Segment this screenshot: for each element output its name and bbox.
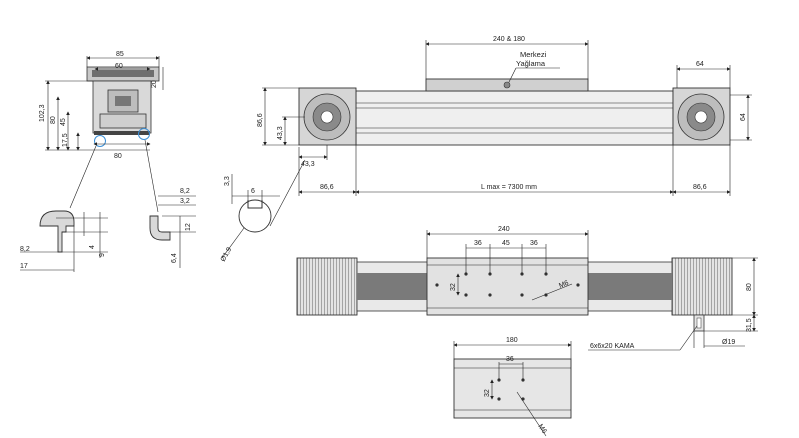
dim-stroke: L max = 7300 mm — [481, 184, 537, 191]
dim-64-vertical: 64 — [740, 113, 747, 121]
slot-detail-circle — [238, 199, 272, 233]
top-view: 240 36 45 36 32 M6 80 31,5 6x6x20 KAMA — [296, 226, 758, 351]
dim-31-5: 31,5 — [746, 318, 753, 332]
top-left-bellows — [296, 257, 358, 316]
detail-left-dim-8-2: 8,2 — [20, 246, 30, 253]
dim-240: 240 — [498, 226, 510, 233]
detail-right-dim-6-4: 6,4 — [171, 253, 178, 263]
detail-right-dim-8-2: 8,2 — [180, 188, 190, 195]
slot-dim-3-3: 3,3 — [224, 176, 231, 186]
dim-17-5: 17,5 — [62, 133, 69, 147]
dim-45: 45 — [502, 240, 510, 247]
top-belt-left — [357, 273, 427, 300]
front-rail — [355, 90, 674, 146]
dim-36-a: 36 — [474, 240, 482, 247]
mount-hole — [464, 293, 468, 297]
dim-43-3-vertical: 43,3 — [277, 126, 284, 140]
thread-m6: M6 — [558, 280, 570, 290]
dim-240-180: 240 & 180 — [493, 36, 525, 43]
detail-left-shape — [39, 210, 75, 253]
slot-detail: 6 3,3 Ø1,9 — [220, 159, 306, 263]
dim-end-right: 86,6 — [693, 184, 707, 191]
detail-circle-right — [138, 128, 150, 140]
detail-right-dim-3-2: 3,2 — [180, 198, 190, 205]
front-view: 240 & 180 Merkezi Yağlama 64 64 86,6 43,… — [257, 36, 752, 196]
small-thread-m6: M6 — [536, 423, 547, 435]
dim-60: 60 — [115, 63, 123, 70]
dim-20: 20 — [151, 80, 158, 88]
dim-shaft-dia: Ø19 — [722, 339, 735, 346]
shaft-key — [696, 317, 702, 329]
dim-80-vertical: 80 — [50, 116, 57, 124]
mount-hole — [488, 293, 492, 297]
mount-hole — [576, 283, 580, 287]
dim-85: 85 — [116, 51, 124, 58]
small-hole — [497, 397, 501, 401]
detail-circle-left — [94, 135, 106, 147]
profile-core — [115, 96, 131, 106]
detail-left-dim-4: 4 — [89, 245, 96, 249]
profile-cross-section: 85 60 20 102,3 80 45 17,5 80 — [39, 51, 164, 213]
profile-carriage-top — [92, 70, 154, 77]
slot-dim-dia: Ø1,9 — [220, 246, 234, 263]
detail-left-dim-17: 17 — [20, 263, 28, 270]
small-carriage-view: 180 36 32 M6 — [453, 337, 572, 437]
dim-45: 45 — [60, 118, 67, 126]
top-belt-right — [588, 273, 672, 300]
small-dim-36: 36 — [506, 356, 514, 363]
dim-36-b: 36 — [530, 240, 538, 247]
top-carriage — [426, 257, 589, 316]
top-right-bellows — [671, 257, 733, 316]
left-pulley-hub — [320, 110, 334, 124]
dim-end-left: 86,6 — [320, 184, 334, 191]
detail-right-shape — [149, 215, 171, 241]
detail-left: 4 9 8,2 17 — [20, 210, 108, 272]
dim-180: 180 — [506, 337, 518, 344]
mount-hole — [520, 293, 524, 297]
key-label: 6x6x20 KAMA — [590, 343, 635, 350]
dim-80-bottom: 80 — [114, 153, 122, 160]
right-pulley-hub — [694, 110, 708, 124]
dim-102-3: 102,3 — [39, 104, 46, 122]
detail-right-dim-12: 12 — [185, 223, 192, 231]
dim-64-top: 64 — [696, 61, 704, 68]
dim-43-3-horizontal: 43,3 — [301, 161, 315, 168]
small-carriage — [453, 358, 572, 419]
detail-left-dim-9: 9 — [99, 253, 106, 257]
lube-nipple — [503, 81, 511, 89]
lube-label-line2: Yağlama — [516, 59, 546, 68]
small-dim-32: 32 — [484, 389, 491, 397]
profile-lower-block — [99, 113, 147, 129]
lube-label-line1: Merkezi — [520, 50, 547, 59]
profile-base — [94, 131, 150, 135]
detail-right: 8,2 3,2 12 6,4 — [149, 188, 196, 268]
slot-dim-6: 6 — [251, 188, 255, 195]
dim-32: 32 — [450, 283, 457, 291]
dim-80-top-view: 80 — [746, 283, 753, 291]
dim-86-6-vertical: 86,6 — [257, 113, 264, 127]
mount-hole — [435, 283, 439, 287]
